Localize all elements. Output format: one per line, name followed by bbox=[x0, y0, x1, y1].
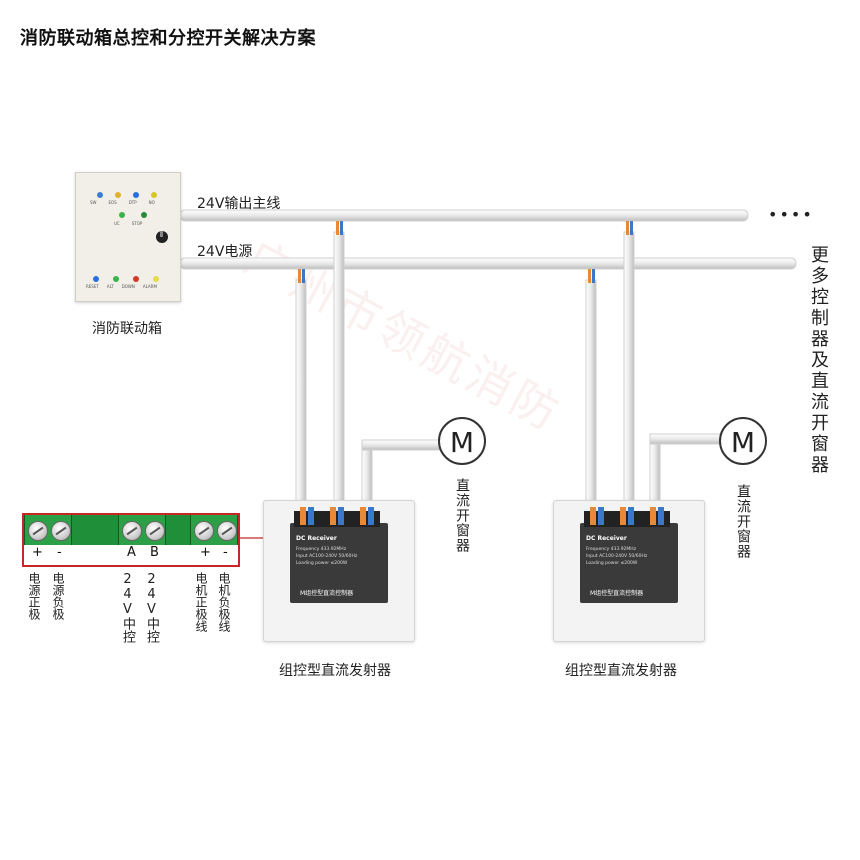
receiver-face-line: Loading power ≤200W bbox=[586, 561, 638, 566]
page-title: 消防联动箱总控和分控开关解决方案 bbox=[20, 28, 316, 49]
indicator-label: UC bbox=[114, 221, 120, 226]
drop-r2-main bbox=[623, 231, 635, 509]
receiver-1-label: 组控型直流发射器 bbox=[279, 663, 391, 679]
indicator-label: SW bbox=[90, 200, 97, 205]
indicator-label: EOS bbox=[108, 200, 117, 205]
polarity-plus: + bbox=[32, 545, 43, 560]
polarity-b: B bbox=[150, 545, 159, 560]
more-dots: •••• bbox=[768, 205, 814, 224]
more-controllers-label: 更多控制器及直流开窗器 bbox=[808, 245, 829, 476]
motor-2-label: 直流开窗器 bbox=[735, 484, 751, 559]
drop-r2-power bbox=[585, 279, 597, 509]
screw-icon bbox=[51, 521, 71, 541]
wire-taps bbox=[298, 221, 633, 283]
polarity-minus: - bbox=[223, 545, 228, 560]
indicator-label: DTP bbox=[128, 200, 137, 205]
terminal-label: 24V中控 bbox=[144, 572, 159, 643]
power-label: 24V电源 bbox=[197, 244, 253, 260]
polarity-minus: - bbox=[57, 545, 62, 560]
motor-2: M bbox=[719, 417, 767, 465]
control-box-label: 消防联动箱 bbox=[92, 321, 162, 337]
receiver-2-face: DC Receiver Frequency 433.92MHz Input AC… bbox=[580, 523, 678, 603]
motor-1-label: 直流开窗器 bbox=[454, 478, 470, 553]
fire-control-box: SW EOS DTP NO UC STOP RESET ALT DOWN ALA… bbox=[75, 172, 181, 302]
indicator-label: DOWN bbox=[121, 284, 135, 289]
screw-icon bbox=[28, 521, 48, 541]
motor1-feed bbox=[361, 439, 443, 451]
terminal-block-detail: + - A B + - bbox=[22, 513, 240, 567]
polarity-a: A bbox=[127, 545, 136, 560]
drop-r2-motor bbox=[649, 439, 661, 509]
drop-r1-main bbox=[333, 231, 345, 509]
receiver-face-line: Loading power ≤200W bbox=[296, 561, 348, 566]
receiver-face-model: M组控型直流控制器 bbox=[300, 590, 354, 597]
screw-icon bbox=[217, 521, 237, 541]
indicator-label: RESET bbox=[86, 284, 99, 289]
motor-1-symbol: M bbox=[450, 426, 474, 459]
receiver-face-line: Frequency 433.92MHz bbox=[296, 547, 347, 552]
screw-icon bbox=[122, 521, 142, 541]
terminal-label: 电源负极 bbox=[51, 572, 65, 620]
receiver-face-line: Frequency 433.92MHz bbox=[586, 547, 637, 552]
receiver-2-terminals bbox=[584, 507, 670, 527]
terminal-strip bbox=[24, 515, 238, 545]
terminal-label: 24V中控 bbox=[120, 572, 135, 643]
power-bus bbox=[179, 257, 797, 270]
terminal-label: 电机负极线 bbox=[217, 572, 231, 632]
receiver-face-title: DC Receiver bbox=[586, 535, 627, 542]
receiver-2-label: 组控型直流发射器 bbox=[565, 663, 677, 679]
motor2-feed bbox=[649, 433, 721, 445]
terminal-label: 电机正极线 bbox=[194, 572, 208, 632]
screw-icon bbox=[194, 521, 214, 541]
receiver-1-terminals bbox=[294, 507, 380, 527]
receiver-face-title: DC Receiver bbox=[296, 535, 337, 542]
motor-2-symbol: M bbox=[731, 426, 755, 459]
indicator-label: ALARM bbox=[142, 284, 157, 289]
receiver-2: DC Receiver Frequency 433.92MHz Input AC… bbox=[553, 500, 705, 642]
receiver-face-model: M组控型直流控制器 bbox=[590, 590, 644, 597]
indicator-label: STOP bbox=[131, 221, 143, 226]
receiver-face-line: Input AC100-240V 50/60Hz bbox=[296, 554, 358, 559]
polarity-plus: + bbox=[200, 545, 211, 560]
screw-icon bbox=[145, 521, 165, 541]
indicator-label: ALT bbox=[106, 284, 114, 289]
main-output-label: 24V输出主线 bbox=[197, 196, 281, 212]
terminal-label: 电源正极 bbox=[27, 572, 41, 620]
receiver-1: DC Receiver Frequency 433.92MHz Input AC… bbox=[263, 500, 415, 642]
drop-r1-power bbox=[295, 279, 307, 509]
indicator-label: NO bbox=[148, 200, 155, 205]
control-box-panel bbox=[93, 192, 168, 282]
receiver-1-face: DC Receiver Frequency 433.92MHz Input AC… bbox=[290, 523, 388, 603]
receiver-face-line: Input AC100-240V 50/60Hz bbox=[586, 554, 648, 559]
motor-1: M bbox=[438, 417, 486, 465]
